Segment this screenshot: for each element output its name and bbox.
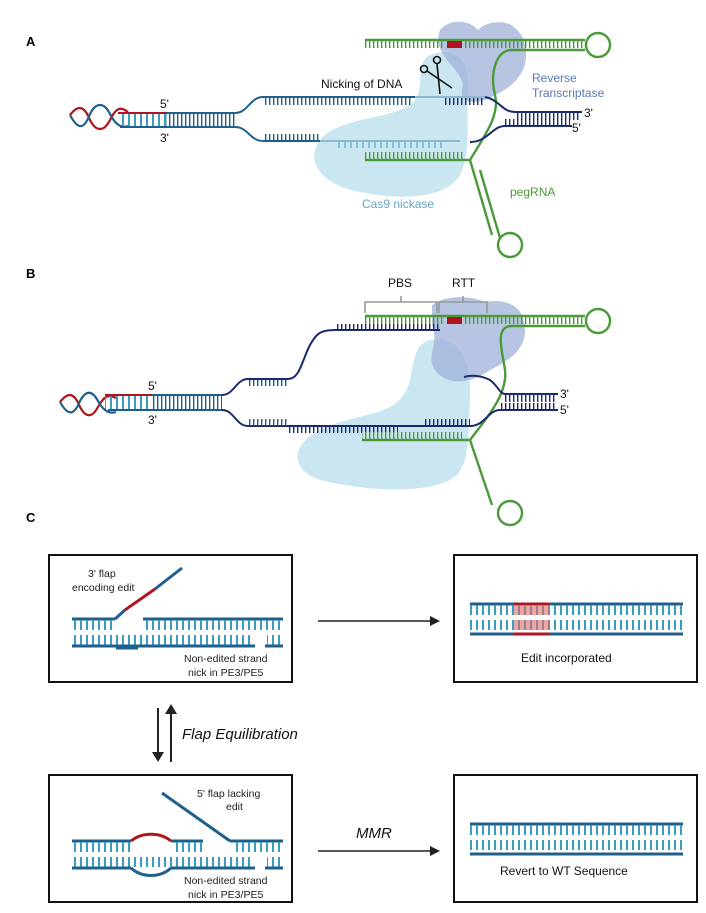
rtt-label: RTT (452, 276, 476, 290)
five-prime-label-right: 5' (572, 121, 581, 135)
dna-open-region (234, 96, 485, 148)
panel-b-label: B (26, 266, 35, 281)
cas9-nickase-label: Cas9 nickase (362, 197, 434, 211)
rtt-bracket (438, 296, 488, 313)
dna-duplex-left (118, 112, 236, 128)
cas9-nickase-shape (314, 51, 469, 197)
box-revert-wt: Revert to WT Sequence (453, 774, 698, 903)
dna-open-region-b (221, 324, 470, 433)
pbs-bracket (364, 296, 438, 313)
nicking-label: Nicking of DNA (321, 77, 402, 91)
nick-label-1a: Non-edited strand (184, 653, 268, 665)
panel-a: A 5' 3' (26, 21, 612, 259)
three-prime-label-left-b: 3' (148, 413, 157, 427)
box-three-prime-flap: 3' flap encoding edit Non-edited strand … (48, 554, 293, 683)
reverse-transcriptase-label-2: Transcriptase (532, 86, 605, 100)
three-prime-label-right: 3' (584, 106, 593, 120)
five-prime-flap-label-1: 5' flap lacking (197, 788, 260, 800)
box-five-prime-flap: 5' flap lacking edit Non-edited strand n… (48, 774, 293, 903)
box-edit-incorporated: Edit incorporated (453, 554, 698, 683)
five-prime-label-left: 5' (160, 97, 169, 111)
pegrna-strand (365, 31, 612, 259)
panel-c: C 3' flap encoding edit Non-edited stran… (26, 510, 698, 903)
revert-caption: Revert to WT Sequence (500, 864, 628, 878)
three-prime-flap-label-2: encoding edit (72, 582, 135, 594)
cas9-nickase-shape-b (297, 339, 471, 490)
three-prime-label-right-b: 3' (560, 387, 569, 401)
flap-equilibration-arrows (152, 704, 177, 762)
nick-label-2b: nick in PE3/PE5 (188, 889, 263, 901)
panel-c-label: C (26, 510, 36, 525)
five-prime-label-right-b: 5' (560, 403, 569, 417)
panel-a-label: A (26, 34, 36, 49)
dna-duplex-left-b (105, 394, 222, 411)
three-prime-flap-label-1: 3' flap (88, 568, 116, 580)
five-prime-label-left-b: 5' (148, 379, 157, 393)
dna-duplex-right-b (463, 374, 558, 427)
nick-label-2a: Non-edited strand (184, 875, 268, 887)
pegrna-label: pegRNA (510, 185, 555, 199)
reverse-transcriptase-label-1: Reverse (532, 71, 577, 85)
panel-b: B 5' 3' (26, 266, 612, 527)
reverse-transcriptase-shape-b (431, 297, 525, 382)
edit-incorporated-caption: Edit incorporated (521, 651, 612, 665)
five-prime-flap-label-2: edit (226, 801, 243, 813)
pbs-label: PBS (388, 276, 412, 290)
flap-equilibration-label: Flap Equilibration (182, 726, 298, 743)
scissors-icon (419, 55, 453, 95)
dna-duplex-right (469, 96, 582, 143)
nick-label-1b: nick in PE3/PE5 (188, 667, 263, 679)
mmr-label: MMR (356, 825, 392, 842)
three-prime-label-left: 3' (160, 131, 169, 145)
pegrna-strand-b (362, 307, 612, 527)
